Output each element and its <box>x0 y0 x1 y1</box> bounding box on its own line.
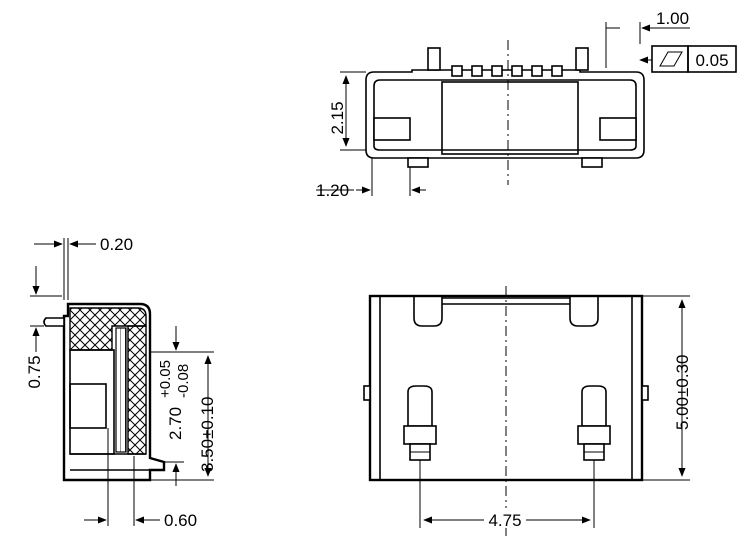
top-pin-right <box>581 157 603 168</box>
top-latch-right <box>599 117 637 141</box>
top-latch-left <box>373 117 411 141</box>
top-post-left <box>427 47 441 71</box>
bottom-view: 5.00±0.30 4.75 <box>363 286 692 540</box>
dim-label-5-00: 5.00±0.30 <box>673 354 692 430</box>
side-hatch-insulator <box>115 327 127 453</box>
bottom-pin-right <box>577 385 611 461</box>
bottom-slot-right <box>569 296 599 327</box>
top-tongue <box>441 81 579 155</box>
side-hatch-right <box>127 325 147 455</box>
flatness-symbol-icon <box>659 51 683 67</box>
bottom-pin-left <box>403 385 437 461</box>
dim-label-1-20: 1.20 <box>316 181 349 200</box>
dim-label-2-70: 2.70 <box>166 407 185 440</box>
top-pin-left <box>407 157 429 168</box>
bottom-tab-right <box>641 385 649 401</box>
side-lead <box>43 317 65 327</box>
dim-label-1-00: 1.00 <box>656 9 689 28</box>
side-contact <box>69 383 107 429</box>
top-post-right <box>575 47 589 71</box>
top-shell-outer <box>365 69 645 159</box>
dim-label-4-75: 4.75 <box>488 511 521 530</box>
dim-label-2-15: 2.15 <box>328 101 347 134</box>
bottom-slot-left <box>413 296 443 327</box>
dim-label-2-70-tol-plus: +0.05 <box>157 360 174 398</box>
top-shell-inner <box>373 79 637 151</box>
dim-label-0-60: 0.60 <box>164 511 197 530</box>
side-view: 0.20 0.75 2.70 +0.05 -0.08 3.50±0.10 0.6… <box>25 235 217 530</box>
dim-label-0-20: 0.20 <box>100 235 133 254</box>
top-contact-teeth <box>451 65 563 77</box>
top-view: 2.15 1.20 1.00 0.05 <box>316 9 737 200</box>
tolerance-frame-value <box>687 45 737 73</box>
side-shell-outline <box>62 302 166 482</box>
tolerance-frame-symbol <box>651 45 689 73</box>
tolerance-value: 0.05 <box>695 51 728 70</box>
side-cavity <box>69 349 115 455</box>
bottom-tab-left <box>363 385 371 401</box>
side-hatch-top <box>69 307 147 351</box>
dim-label-2-70-tol-minus: -0.08 <box>175 364 192 398</box>
dim-label-3-50: 3.50±0.10 <box>198 396 217 472</box>
dim-label-0-75: 0.75 <box>25 355 44 388</box>
